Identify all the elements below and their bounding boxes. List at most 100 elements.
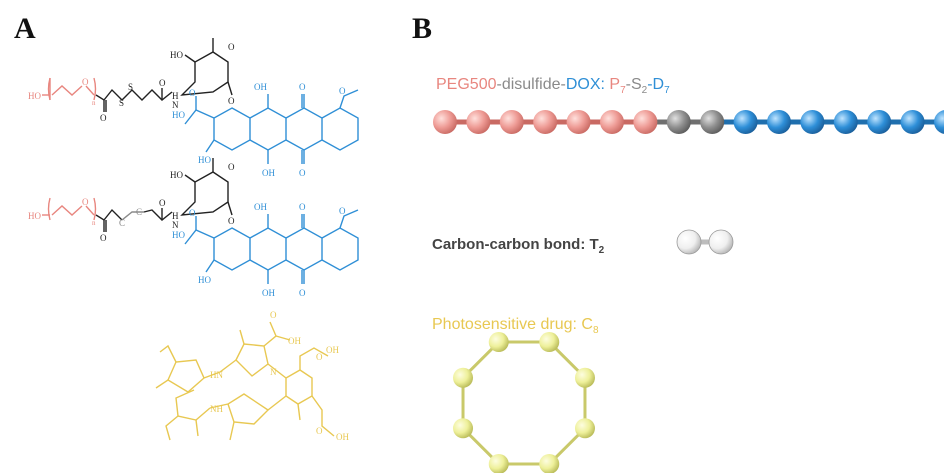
o-text: O [339, 206, 346, 216]
dox-label: DOX [566, 76, 601, 93]
p-letter: P [609, 76, 620, 93]
blue-bead [833, 110, 858, 134]
o-text: O [339, 86, 346, 96]
photo-bead [539, 453, 560, 473]
ho-text: HO [28, 211, 41, 221]
o-text: O [159, 78, 166, 88]
oh-text: OH [254, 202, 267, 212]
h-text: H [172, 211, 179, 221]
carbon-bead [708, 229, 734, 255]
o-text: O [228, 42, 235, 52]
o-text: O [189, 88, 196, 98]
blue-bead [900, 110, 925, 134]
photo-bead [453, 367, 474, 388]
oh-text: OH [262, 288, 275, 298]
peg-segment [42, 77, 97, 101]
d-subscript: 7 [664, 85, 670, 96]
hn-text: HN [210, 370, 223, 380]
photo-subscript: 8 [593, 325, 599, 336]
molecule-photosensitizer [155, 321, 335, 441]
gray-bead [700, 110, 725, 134]
n-subscript: n [92, 99, 96, 107]
bead-chain [433, 110, 944, 134]
panel-label-a: A [14, 12, 36, 45]
h-text: H [172, 91, 179, 101]
o-text: O [82, 77, 89, 87]
photo-bead [574, 367, 595, 388]
o-text: O [270, 310, 277, 320]
ho-text: HO [170, 170, 183, 180]
dox-segment [184, 89, 359, 164]
ho-text: HO [28, 91, 41, 101]
oh-text: OH [336, 432, 349, 442]
dash: - [626, 76, 631, 93]
molecule-peg-disulfide-dox: HO O n O S S O H N HO O O [28, 38, 359, 178]
ho-text: HO [170, 50, 183, 60]
peg-bead [633, 110, 658, 134]
peg-label: PEG500 [436, 76, 497, 93]
photo-bead [453, 418, 474, 439]
gray-bead [666, 110, 691, 134]
dash: - [561, 76, 566, 93]
o-text: O [299, 288, 306, 298]
photo-bead [488, 453, 509, 473]
photo-ring [453, 332, 595, 473]
n-text: N [172, 220, 179, 230]
o-text: O [159, 198, 166, 208]
peg-bead [433, 110, 457, 134]
peg-bead [533, 110, 558, 134]
peg-bead [466, 110, 491, 134]
oh-text: OH [262, 168, 275, 178]
o-text: O [100, 233, 107, 243]
carbon-label: Carbon-carbon bond: T [432, 236, 599, 253]
s-text: S [119, 98, 124, 108]
s-text: S [128, 82, 133, 92]
chain-legend: PEG500-disulfide-DOX: P7-S2-D7 [436, 76, 670, 96]
p-subscript: 7 [620, 85, 626, 96]
oh-text: OH [288, 336, 301, 346]
molecule-peg-carbon-dox: HO O n O C C O H N HO O O [28, 158, 359, 298]
c-text: C [119, 218, 125, 228]
photo-bead [574, 418, 595, 439]
photo-bead [488, 332, 509, 353]
blue-bead [867, 110, 892, 134]
nh-text: NH [210, 404, 223, 414]
o-text: O [299, 82, 306, 92]
c-text: C [136, 207, 142, 217]
oh-text: OH [254, 82, 267, 92]
o-text: O [228, 216, 235, 226]
oh-text: OH [326, 345, 339, 355]
blue-bead [767, 110, 791, 134]
o-text: O [100, 113, 107, 123]
carbon-legend: Carbon-carbon bond: T2 [432, 236, 605, 256]
n-text: N [172, 100, 179, 110]
carbon-bond-model [676, 229, 734, 255]
ho-text: HO [198, 155, 211, 165]
blue-bead [733, 110, 758, 134]
o-text: O [228, 96, 235, 106]
s-letter: S [631, 76, 642, 93]
dash: - [496, 76, 501, 93]
blue-bead [800, 110, 825, 134]
o-text: O [316, 352, 323, 362]
photo-legend: Photosensitive drug: C8 [432, 316, 599, 336]
carbon-subscript: 2 [599, 245, 605, 256]
o-text: O [316, 426, 323, 436]
panel-label-b: B [412, 12, 433, 45]
ho-text: HO [172, 230, 185, 240]
disulfide-label: disulfide [502, 76, 561, 93]
colon: : [601, 76, 610, 93]
s-subscript: 2 [642, 85, 648, 96]
peg-bead [499, 110, 524, 134]
peg-bead [600, 110, 624, 134]
o-text: O [82, 197, 89, 207]
photo-bead [539, 332, 560, 353]
o-text: O [228, 162, 235, 172]
n-subscript: n [92, 219, 96, 227]
blue-bead [934, 110, 944, 134]
o-text: O [189, 208, 196, 218]
carbon-bead [676, 229, 702, 255]
dash: - [647, 76, 652, 93]
d-letter: D [653, 76, 665, 93]
